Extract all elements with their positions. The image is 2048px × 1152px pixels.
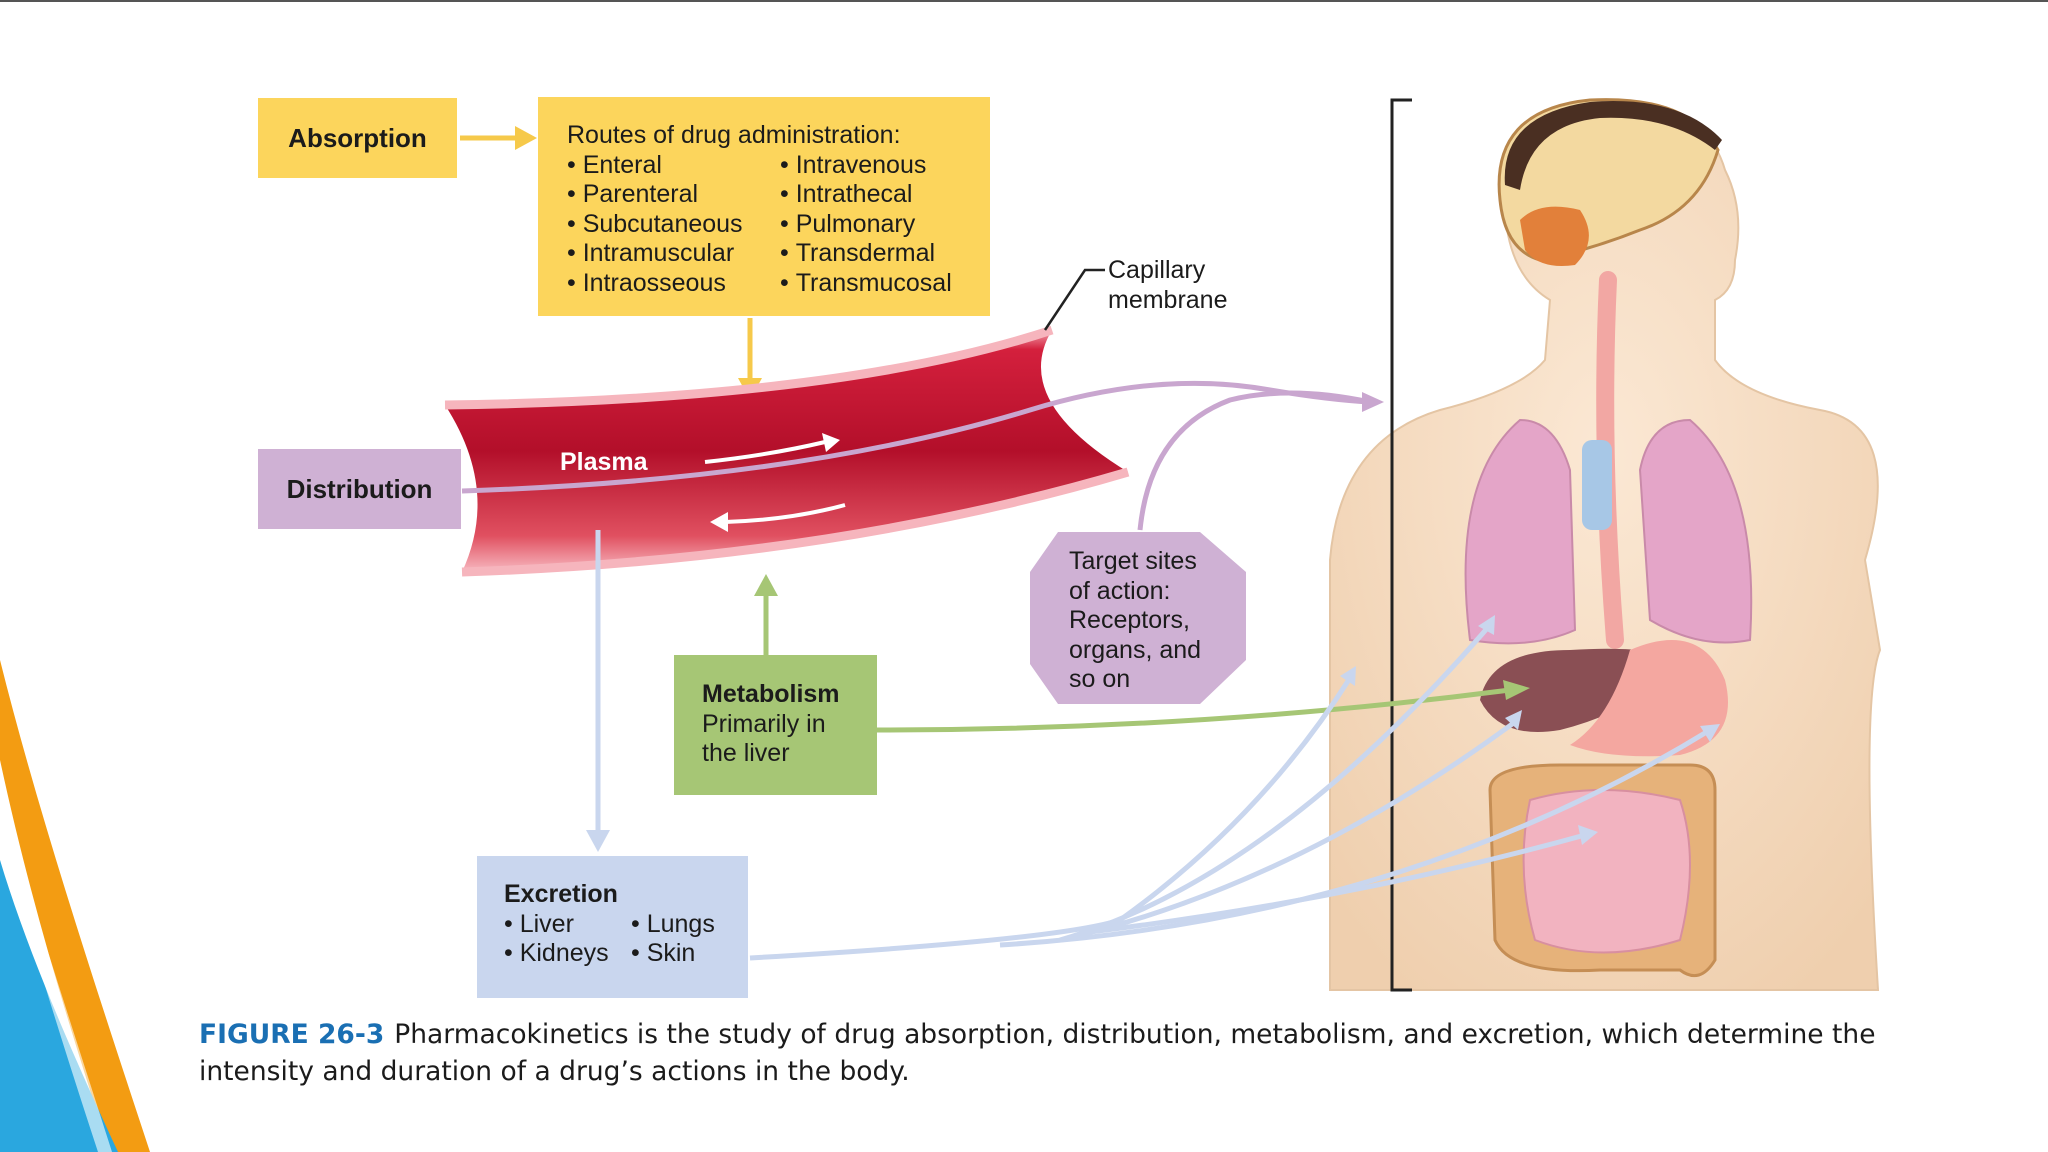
figure-number: FIGURE 26-3: [199, 1019, 385, 1050]
vessel-bottom-rim: [461, 467, 1130, 577]
excretion-title: Excretion: [504, 880, 618, 908]
capillary-membrane-label: Capillary membrane: [1108, 256, 1228, 315]
absorption-label: Absorption: [288, 122, 427, 153]
target-line: of action:: [1069, 576, 1171, 605]
excretion-list-left: Liver Kidneys: [504, 910, 631, 969]
target-line: Target sites: [1069, 547, 1197, 575]
excretion-arrow-2-head: [1478, 615, 1495, 635]
route-item: Intrathecal: [780, 180, 952, 210]
target-sites-text: Target sites of action: Receptors, organ…: [1069, 547, 1201, 695]
excretion-list-right: Lungs Skin: [631, 910, 715, 969]
cerebellum: [1520, 206, 1589, 266]
trachea: [1582, 440, 1612, 530]
plasma-label: Plasma: [560, 448, 648, 476]
swoosh-blue: [0, 860, 118, 1152]
metabolism-line1: Primarily in: [702, 709, 826, 738]
route-item: Enteral: [567, 151, 780, 181]
route-item: Intraosseous: [567, 269, 780, 299]
route-item: Pulmonary: [780, 210, 952, 240]
target-line: so on: [1069, 665, 1131, 693]
excretion-arrow-5-head: [1700, 724, 1720, 742]
distribution-arrowhead: [1362, 392, 1384, 412]
routes-of-administration-box: Routes of drug administration: Enteral P…: [538, 97, 990, 316]
route-item: Transdermal: [780, 239, 952, 269]
metabolism-title: Metabolism: [702, 680, 840, 708]
route-item: Intravenous: [780, 151, 952, 181]
distribution-box: Distribution: [258, 449, 461, 529]
excretion-item: Lungs: [631, 910, 715, 940]
excretion-arrow-3: [1079, 719, 1517, 938]
right-lung: [1638, 418, 1753, 644]
caption-text: Pharmacokinetics is the study of drug ab…: [199, 1019, 1876, 1087]
excretion-arrow-4: [1089, 832, 1586, 935]
left-lung: [1464, 418, 1577, 645]
routes-list-left: Enteral Parenteral Subcutaneous Intramus…: [567, 151, 780, 299]
metabolism-to-liver-arrowhead: [1503, 680, 1530, 700]
flow-arrow-left-head: [710, 512, 728, 532]
stomach: [1570, 640, 1728, 757]
metabolism-line2: the liver: [702, 739, 790, 767]
flow-arrow-left: [724, 503, 846, 524]
flow-arrow-right-head: [822, 433, 840, 452]
target-line: organs, and: [1069, 635, 1202, 664]
human-body-illustration: [1329, 98, 1882, 991]
excretion-arrows: [749, 615, 1720, 961]
capillary-line2: membrane: [1108, 285, 1228, 314]
excretion-arrow-5: [999, 727, 1712, 948]
metabolism-box: Metabolism Primarily in the liver: [674, 655, 877, 795]
capillary-line1: Capillary: [1108, 256, 1206, 284]
excretion-item: Skin: [631, 939, 715, 969]
metabolism-to-plasma-arrowhead: [754, 574, 778, 596]
excretion-arrow-2: [1059, 623, 1492, 943]
absorption-arrowhead: [515, 126, 537, 150]
target-sites-octagon: [1030, 532, 1246, 704]
routes-title: Routes of drug administration:: [567, 121, 901, 149]
vessel-top-rim: [444, 325, 1054, 410]
capillary-leader-line: [1043, 268, 1105, 331]
routes-list-right: Intravenous Intrathecal Pulmonary Transd…: [780, 151, 952, 299]
route-item: Intramuscular: [567, 239, 780, 269]
excretion-item: Liver: [504, 910, 631, 940]
excretion-box: Excretion Liver Kidneys Lungs Skin: [477, 856, 748, 998]
top-border-line: [0, 0, 2048, 2]
excretion-arrow-1-head: [1340, 666, 1356, 686]
flow-arrow-right: [704, 440, 826, 464]
plasma-to-excretion-arrowhead: [586, 830, 610, 852]
small-intestine: [1522, 789, 1691, 954]
route-item: Transmucosal: [780, 269, 952, 299]
excretion-arrow-3-head: [1505, 710, 1522, 730]
route-item: Subcutaneous: [567, 210, 780, 240]
target-line: Receptors,: [1069, 606, 1190, 634]
hair: [1504, 101, 1722, 190]
excretion-arrow-4-head: [1578, 825, 1598, 845]
body-bracket: [1390, 98, 1412, 992]
absorption-box: Absorption: [258, 98, 457, 178]
excretion-item: Kidneys: [504, 939, 631, 969]
route-item: Parenteral: [567, 180, 780, 210]
distribution-label: Distribution: [286, 473, 433, 504]
target-sites-line: [1137, 390, 1371, 531]
